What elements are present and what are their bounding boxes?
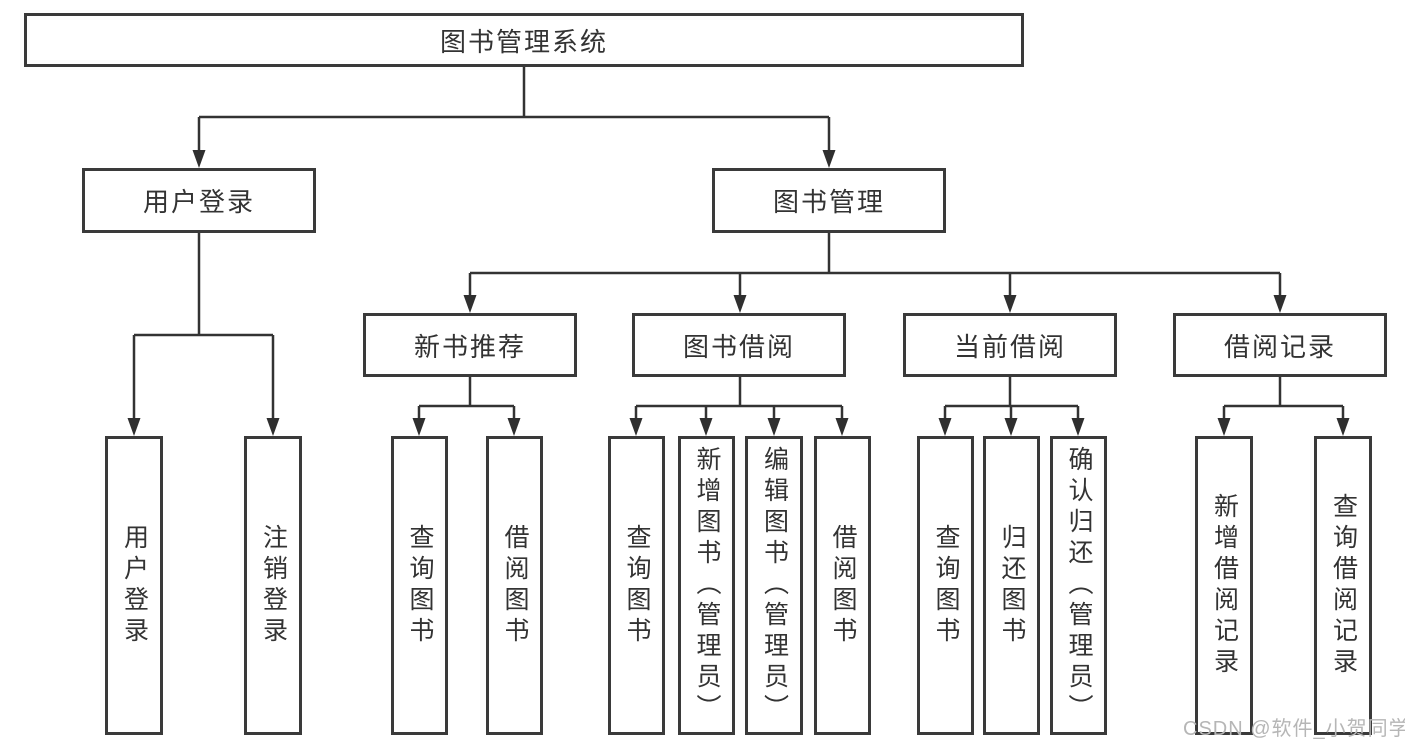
node-leaf-borrow-books-1-label: 借阅图书 (501, 523, 529, 648)
node-leaf-add-borrow-record: 新增借阅记录 (1195, 436, 1253, 735)
arrowhead-icons (127, 150, 1350, 436)
node-leaf-query-books-1: 查询图书 (391, 436, 448, 735)
node-root: 图书管理系统 (24, 13, 1024, 67)
node-root-label: 图书管理系统 (439, 26, 608, 57)
node-leaf-return-books: 归还图书 (983, 436, 1040, 735)
node-leaf-query-books-3: 查询图书 (917, 436, 974, 735)
node-new-book-recommend: 新书推荐 (363, 313, 577, 377)
node-borrowing-records: 借阅记录 (1173, 313, 1387, 377)
node-leaf-borrow-books-2: 借阅图书 (814, 436, 871, 735)
node-leaf-edit-books-admin-label: 编辑图书（管理员） (760, 446, 789, 725)
node-current-borrowing: 当前借阅 (903, 313, 1117, 377)
node-leaf-add-books-admin: 新增图书（管理员） (678, 436, 735, 735)
node-new-book-recommend-label: 新书推荐 (413, 331, 526, 362)
node-leaf-confirm-return-admin: 确认归还（管理员） (1050, 436, 1107, 735)
node-leaf-query-borrow-record: 查询借阅记录 (1314, 436, 1372, 735)
node-leaf-edit-books-admin: 编辑图书（管理员） (745, 436, 803, 735)
node-leaf-query-books-2: 查询图书 (608, 436, 665, 735)
node-leaf-borrow-books-2-label: 借阅图书 (829, 523, 857, 648)
watermark: CSDN @软件_小贺同学 (1183, 718, 1405, 740)
node-borrowing-records-label: 借阅记录 (1223, 331, 1336, 362)
node-leaf-logout: 注销登录 (244, 436, 302, 735)
node-book-management-label: 图书管理 (772, 187, 885, 217)
node-leaf-confirm-return-admin-label: 确认归还（管理员） (1065, 446, 1093, 725)
node-current-borrowing-label: 当前借阅 (953, 331, 1066, 362)
node-leaf-add-borrow-record-label: 新增借阅记录 (1210, 492, 1239, 679)
node-book-management: 图书管理 (712, 168, 946, 233)
node-user-login: 用户登录 (82, 168, 316, 233)
node-leaf-user-login-label: 用户登录 (120, 523, 149, 648)
node-leaf-query-books-3-label: 查询图书 (932, 523, 960, 648)
node-user-login-label: 用户登录 (142, 187, 255, 217)
node-book-borrowing: 图书借阅 (632, 313, 846, 377)
node-leaf-query-borrow-record-label: 查询借阅记录 (1329, 492, 1358, 679)
node-leaf-add-books-admin-label: 新增图书（管理员） (693, 446, 721, 725)
node-book-borrowing-label: 图书借阅 (682, 331, 795, 362)
node-leaf-query-books-2-label: 查询图书 (623, 523, 651, 648)
node-leaf-borrow-books-1: 借阅图书 (486, 436, 543, 735)
node-leaf-query-books-1-label: 查询图书 (406, 523, 434, 648)
node-leaf-logout-label: 注销登录 (259, 523, 288, 648)
node-leaf-return-books-label: 归还图书 (998, 523, 1026, 648)
node-leaf-user-login: 用户登录 (105, 436, 163, 735)
